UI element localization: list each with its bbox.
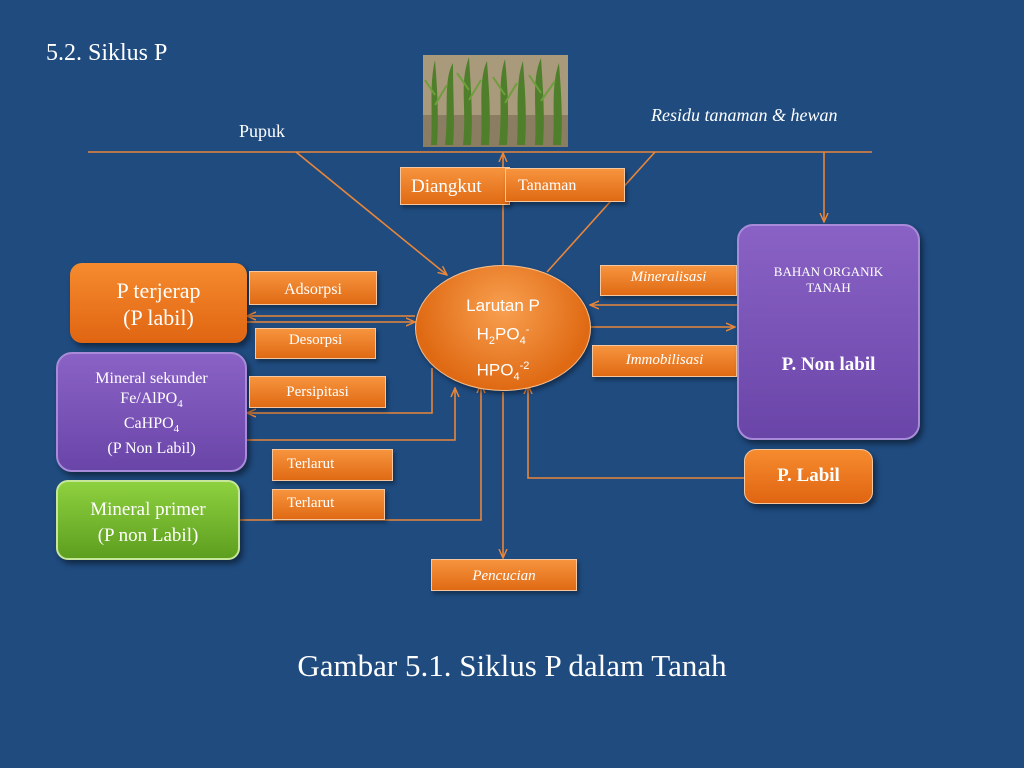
bahan-organik-title: BAHAN ORGANIK TANAH	[739, 264, 918, 296]
pupuk-label: Pupuk	[239, 121, 286, 141]
mineral-sekunder-node: Mineral sekunder Fe/AlPO4 CaHPO4 (P Non …	[56, 352, 247, 472]
mineral-sekunder-line1: Mineral sekunder	[95, 370, 208, 387]
fealpo4-formula: Fe/AlPO4	[120, 390, 183, 411]
bahan-organik-line1: BAHAN ORGANIK	[773, 264, 884, 279]
plabil-arrow	[528, 385, 744, 479]
p-terjerap-node: P terjerap (P labil)	[70, 263, 247, 343]
corn-field-photo	[423, 55, 568, 147]
p-terjerap-line2: (P labil)	[123, 305, 194, 330]
pencucian-label: Pencucian	[431, 559, 577, 591]
h2po4-formula: H2PO4-	[476, 324, 530, 348]
persipitasi-label: Persipitasi	[249, 376, 386, 408]
mineralisasi-label: Mineralisasi	[600, 265, 737, 296]
terlarut-primer-arrow	[240, 384, 481, 521]
adsorpsi-label: Adsorpsi	[249, 271, 377, 305]
diangkut-label: Diangkut	[400, 167, 510, 205]
cahpo4-formula: CaHPO4	[123, 415, 180, 436]
residu-label: Residu tanaman & hewan	[651, 105, 838, 125]
p-terjerap-line1: P terjerap	[116, 278, 201, 303]
bahan-organik-node: BAHAN ORGANIK TANAH P. Non labil	[737, 224, 920, 440]
mineral-primer-line2: (P non Labil)	[97, 525, 199, 546]
mineral-primer-node: Mineral primer (P non Labil)	[56, 480, 240, 560]
tanaman-label: Tanaman	[505, 168, 625, 202]
pupuk-line	[295, 151, 447, 275]
mineral-primer-line1: Mineral primer	[90, 499, 206, 520]
larutan-p-title: Larutan P	[466, 296, 540, 315]
hpo4-formula: HPO4-2	[476, 360, 530, 384]
residu-line	[546, 151, 656, 273]
bahan-organik-line2: TANAH	[806, 280, 851, 295]
persipitasi-arrow	[247, 368, 433, 413]
figure-caption: Gambar 5.1. Siklus P dalam Tanah	[297, 648, 727, 683]
p-labil-node: P. Labil	[744, 449, 873, 504]
desorpsi-label: Desorpsi	[255, 328, 376, 359]
mineral-sekunder-line4: (P Non Labil)	[107, 440, 196, 458]
terlarut-label-2: Terlarut	[272, 489, 385, 520]
page-title: 5.2. Siklus P	[46, 40, 168, 66]
terlarut-sekunder-arrow	[247, 388, 455, 441]
corn-field-icon	[423, 55, 568, 147]
p-non-labil-label: P. Non labil	[781, 354, 876, 375]
immobilisasi-label: Immobilisasi	[592, 345, 737, 377]
larutan-p-node: Larutan P H2PO4- HPO4-2	[415, 265, 591, 391]
terlarut-label-1: Terlarut	[272, 449, 393, 481]
